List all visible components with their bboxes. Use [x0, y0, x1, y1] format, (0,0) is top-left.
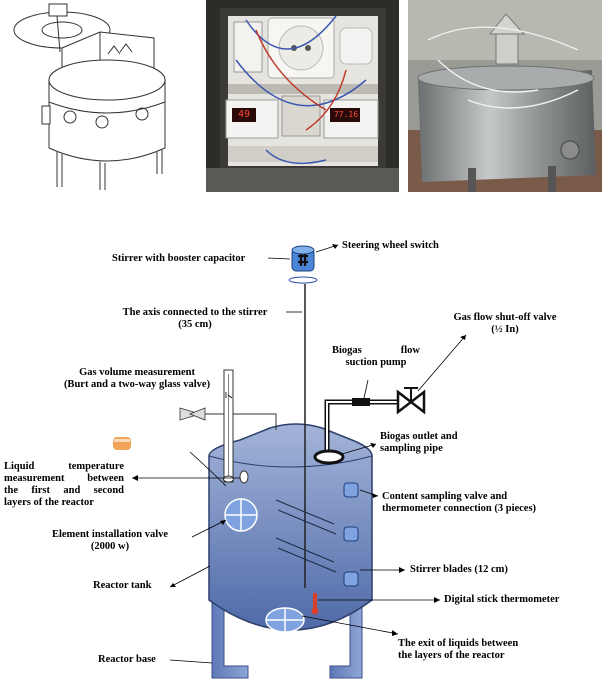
digital-thermometer — [311, 593, 319, 615]
thermometer-stem — [313, 593, 317, 609]
label-digital-thermometer: Digital stick thermometer — [444, 594, 560, 605]
label-liquid-temp-line3: the first and second — [4, 485, 124, 496]
reactor-photo — [408, 0, 602, 192]
label-reactor-tank: Reactor tank — [93, 580, 152, 591]
reactor-sketch-image — [2, 2, 198, 190]
label-liquid-temp-line1: Liquid temperature — [4, 461, 124, 472]
label-liquids-exit: The exit of liquids between the layers o… — [398, 638, 519, 661]
liquids-exit-port — [265, 607, 305, 633]
label-axis: The axis connected to the stirrer (35 cm… — [122, 307, 268, 330]
leader-lines — [132, 244, 467, 664]
leader-arrowheads — [132, 244, 466, 636]
label-gas-volume: Gas volume measurement (Burt and a two-w… — [63, 367, 211, 390]
liquid-temperature-sensor — [113, 437, 131, 450]
label-suction-pump-line2: suction pump — [345, 357, 407, 368]
label-content-sampling: Content sampling valve and thermometer c… — [382, 491, 537, 514]
label-biogas-outlet: Biogas outlet and sampling pipe — [380, 431, 458, 454]
gas-volume-burette — [179, 369, 277, 483]
panel-display-right: 77.16 — [333, 110, 359, 119]
sampling-valve-2 — [343, 526, 359, 542]
label-stirrer-capacitor: Stirrer with booster capacitor — [112, 253, 246, 264]
label-liquid-temp-line4: layers of the reactor — [4, 497, 94, 508]
panel-display-left: 49 — [237, 109, 251, 120]
label-suction-pump-line1: Biogas flow — [332, 345, 420, 356]
stirrer-blades — [275, 499, 337, 573]
sampling-valve-3 — [343, 571, 359, 587]
sampling-valve-1 — [343, 482, 359, 498]
label-liquid-temp-line2: measurement between — [4, 473, 124, 484]
label-steering-switch: Steering wheel switch — [342, 240, 439, 251]
sensor-body — [113, 437, 131, 450]
label-element-valve: Element installation valve (2000 w) — [51, 529, 169, 552]
element-installation-valve — [224, 498, 258, 532]
label-stirrer-blades: Stirrer blades (12 cm) — [410, 564, 508, 575]
sampling-valves — [343, 482, 359, 587]
control-panel-photo: 49 77.16 — [206, 0, 399, 192]
label-gas-valve: Gas flow shut-off valve (½ In) — [453, 312, 557, 335]
thermometer-bulb — [311, 607, 319, 615]
label-reactor-base: Reactor base — [98, 654, 156, 665]
stirrer-motor — [291, 245, 315, 272]
biogas-outlet-pipe — [313, 387, 426, 465]
temperature-probe-port — [239, 470, 249, 484]
